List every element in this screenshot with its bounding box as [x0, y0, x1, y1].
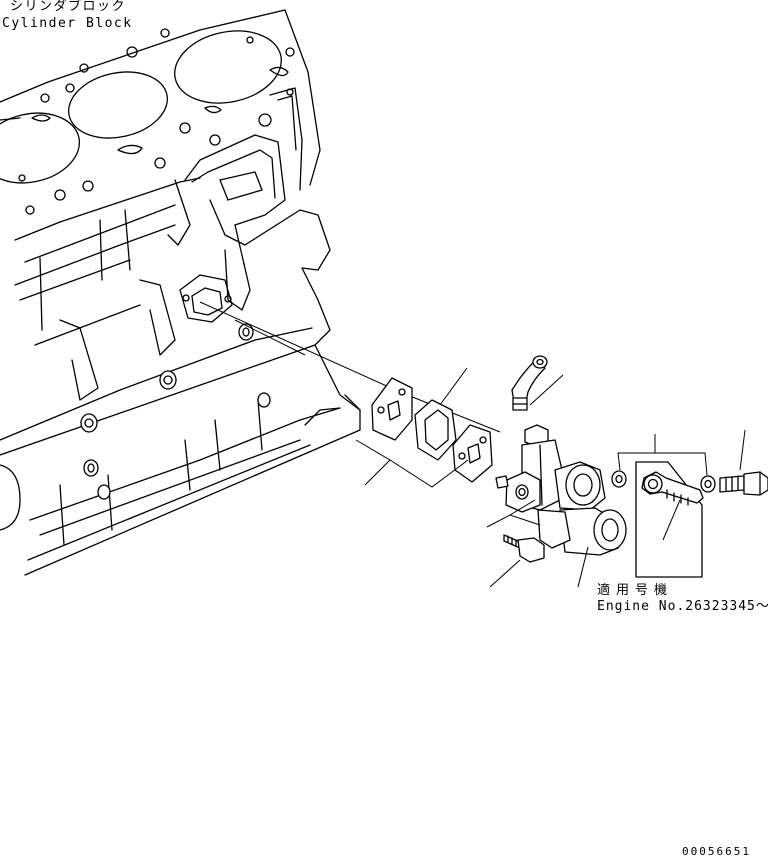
- deck-holes: [19, 29, 294, 214]
- engine-number-label: Engine No.26323345～: [597, 599, 768, 614]
- cylinder-block: [0, 10, 360, 575]
- applicable-serial-label-jp: 適用号機: [597, 583, 674, 598]
- flange-bolt: [504, 535, 544, 562]
- gasket-outer: [453, 425, 492, 482]
- plug-bosses: [81, 324, 270, 499]
- banjo-bolt-kit: [636, 462, 703, 577]
- assembly-centerline: [200, 302, 500, 432]
- pipe-elbow-fitting: [512, 356, 547, 410]
- gasket-thick: [415, 400, 456, 460]
- copper-washers: [612, 471, 715, 492]
- cylinder-block-label-jp: シリンダブロック: [10, 0, 127, 14]
- gasket-group: [372, 378, 412, 440]
- drawing-number: 00056651: [682, 845, 751, 858]
- cylinder-block-label-en: Cylinder Block: [2, 16, 133, 31]
- valve-assembly: [496, 425, 626, 555]
- hex-bolt: [720, 472, 768, 495]
